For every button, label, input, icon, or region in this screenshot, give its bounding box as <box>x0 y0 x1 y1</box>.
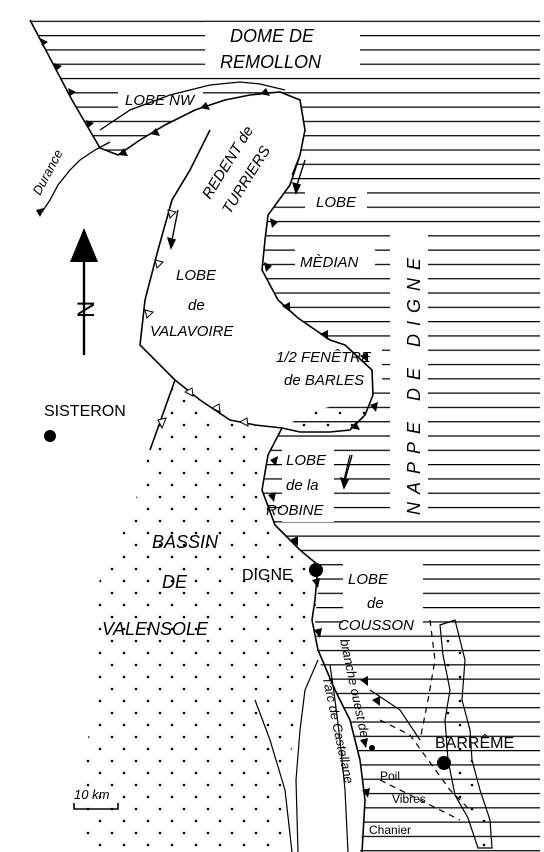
label-north: N <box>73 301 100 318</box>
thrust-teeth-open <box>144 209 249 430</box>
sisteron-dot <box>44 430 56 442</box>
label-cousson-3: COUSSON <box>338 617 414 634</box>
label-lobe-median-1: LOBE <box>316 194 357 211</box>
durance-river <box>39 141 111 216</box>
label-valavoire-3: VALAVOIRE <box>150 323 234 340</box>
label-bassin: BASSIN <box>152 532 219 552</box>
lobe-nw-border <box>99 81 286 131</box>
label-lobe-nw: LOBE NW <box>125 92 196 109</box>
label-nappe-de-digne: NAPPE DE DIGNE <box>404 250 424 515</box>
label-digne: DIGNE <box>242 567 293 584</box>
label-sisteron: SISTERON <box>44 403 126 420</box>
label-robine-3: ROBINE <box>266 502 325 519</box>
castellane-branch-lines <box>254 659 349 852</box>
scale-bar <box>73 803 119 810</box>
movement-arrows <box>166 159 353 490</box>
label-robine-1: LOBE <box>286 452 327 469</box>
north-arrow <box>70 228 98 355</box>
label-remollon: REMOLLON <box>220 52 322 72</box>
label-valensole: VALENSOLE <box>102 619 209 639</box>
secondary-faults <box>291 154 471 821</box>
label-valavoire-1: LOBE <box>176 267 217 284</box>
label-barreme: BARRÊME <box>435 733 514 752</box>
label-cousson-1: LOBE <box>348 571 389 588</box>
label-de: DE <box>162 572 188 592</box>
poil-dot <box>369 745 375 751</box>
label-cousson-2: de <box>367 595 384 612</box>
durance-arrow <box>36 208 44 217</box>
label-fenetre-2: de BARLES <box>284 372 364 389</box>
label-poil: Poil <box>380 769 400 783</box>
label-vibres: Vibres <box>392 792 426 806</box>
label-fenetre-1: 1/2 FENÊTRE <box>276 349 372 366</box>
label-valavoire-2: de <box>188 297 205 314</box>
label-robine-2: de la <box>286 477 319 494</box>
label-lobe-median-2: MÈDIAN <box>300 254 359 271</box>
thrust-teeth <box>40 38 380 798</box>
barreme-dot <box>437 756 451 770</box>
bassin-valensole-area <box>80 380 318 852</box>
label-scale: 10 km <box>74 787 110 802</box>
label-dome-de: DOME DE <box>230 26 315 46</box>
label-chanier: Chanier <box>369 823 411 837</box>
barreme-dotted-strip <box>439 619 493 849</box>
label-clearings <box>118 22 428 635</box>
digne-dot <box>309 563 323 577</box>
label-durance: Durance <box>29 147 65 197</box>
